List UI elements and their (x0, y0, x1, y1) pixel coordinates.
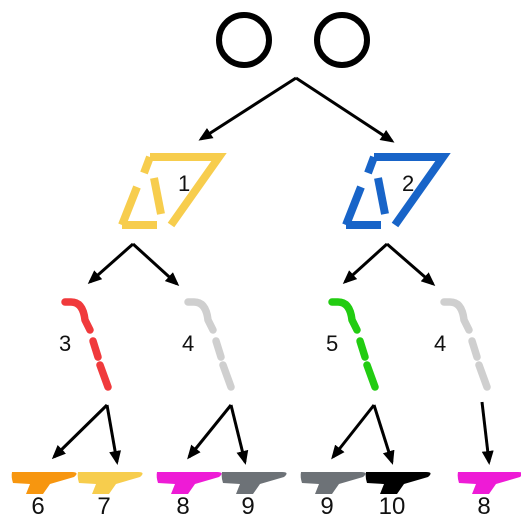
split-triangle-icon (374, 153, 451, 228)
node-label: 4 (182, 331, 194, 356)
arrow-icon (198, 76, 297, 141)
arrow-icon (372, 404, 395, 465)
node-label: 7 (97, 493, 110, 515)
foot-node-5: 9 (300, 472, 366, 515)
node-label: 1 (178, 171, 190, 196)
node-label: 9 (241, 493, 254, 515)
arrow-icon (105, 404, 122, 465)
split-triangle-icon (118, 185, 141, 227)
node-label: 4 (434, 331, 446, 356)
foot-piece-icon (221, 472, 287, 494)
arrow-icon (295, 76, 395, 143)
split-triangle-icon (140, 155, 154, 175)
arrow-icon (480, 401, 494, 465)
top-right-circle-icon (314, 12, 370, 68)
arrow-icon (331, 404, 376, 460)
curved-dashed-stroke-icon (188, 302, 231, 387)
foot-node-7: 8 (457, 472, 521, 515)
node-label: 6 (31, 493, 44, 515)
level2-nodes: 3 4 5 4 (59, 302, 487, 387)
foot-piece-icon (457, 472, 521, 494)
node-label: 8 (176, 493, 189, 515)
curved-dashed-stroke-icon (65, 302, 108, 387)
split-triangle-icon (150, 177, 165, 215)
curved-segment-node-3: 5 (326, 302, 375, 387)
parallelogram-node-2: 2 (342, 153, 451, 229)
split-triangle-icon (342, 185, 365, 227)
node-label: 10 (379, 493, 406, 515)
foot-piece-icon (156, 472, 222, 494)
parallelogram-node-1: 1 (118, 153, 227, 229)
curved-dashed-stroke-icon (444, 302, 487, 387)
foot-piece-icon (77, 472, 143, 494)
curved-segment-node-2: 4 (182, 302, 231, 387)
arrow-icon (131, 242, 180, 287)
node-label: 8 (477, 493, 490, 515)
foot-piece-icon (11, 472, 77, 494)
split-triangle-icon (364, 155, 378, 175)
split-triangle-icon (374, 177, 389, 215)
node-label: 2 (402, 171, 414, 196)
arrow-icon (386, 242, 436, 286)
curved-segment-node-4: 4 (434, 302, 487, 387)
arrow-icon (342, 242, 389, 285)
foot-piece-icon (365, 472, 431, 494)
split-triangle-icon (150, 153, 227, 228)
foot-node-3: 8 (156, 472, 222, 515)
level3-nodes: 6 7 8 9 9 10 8 (11, 472, 521, 515)
curved-dashed-stroke-icon (332, 302, 375, 387)
arrow-icon (229, 404, 249, 465)
foot-node-4: 9 (221, 472, 287, 515)
arrow-icon (87, 242, 134, 284)
curved-segment-node-1: 3 (59, 302, 108, 387)
foot-piece-icon (300, 472, 366, 494)
arrow-icon (187, 404, 233, 460)
top-left-circle-icon (216, 12, 272, 68)
foot-node-6: 10 (365, 472, 431, 515)
foot-node-2: 7 (77, 472, 143, 515)
node-label: 9 (320, 493, 333, 515)
node-label: 5 (326, 331, 338, 356)
node-label: 3 (59, 331, 71, 356)
arrow-icon (51, 403, 109, 460)
foot-node-1: 6 (11, 472, 77, 515)
